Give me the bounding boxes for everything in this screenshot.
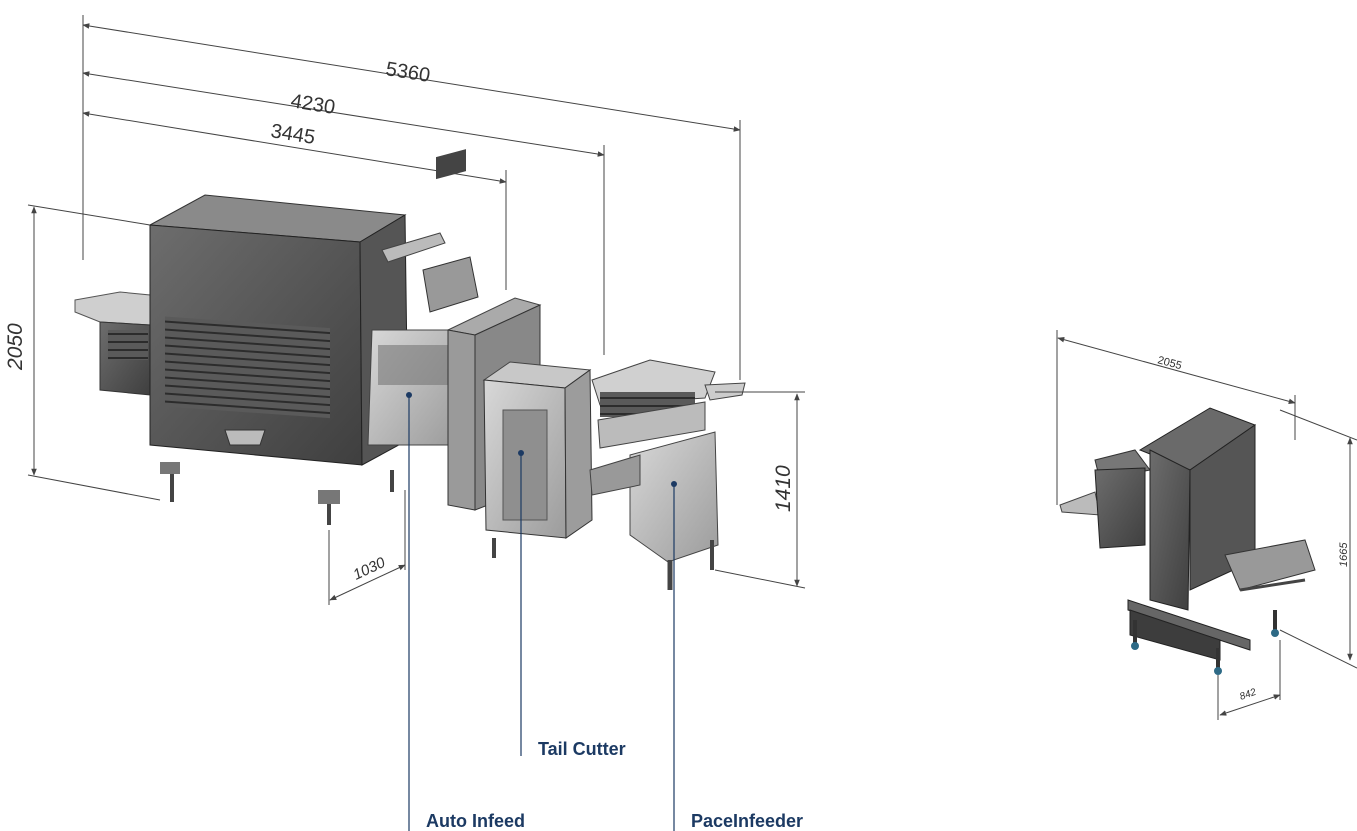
dim-width: 1030 <box>351 554 389 584</box>
compact-dimensions <box>1056 330 1357 720</box>
main-machine-drawing <box>74 149 746 590</box>
compact-machine-drawing <box>1059 407 1316 675</box>
callout-lines <box>408 395 675 831</box>
main-vent <box>165 316 330 419</box>
callout-dot-auto-infeed <box>406 392 412 398</box>
dim-height: 2050 <box>4 323 27 371</box>
dim-overall-length: 5360 <box>384 58 431 87</box>
dim-compact-width: 842 <box>1238 687 1258 703</box>
dim-compact-height: 1665 <box>1338 542 1350 567</box>
dim-length-tail-cutter: 4230 <box>289 90 336 119</box>
dim-infeed-height: 1410 <box>772 465 795 512</box>
main-dimensions <box>27 15 806 605</box>
dim-compact-length: 2055 <box>1156 354 1183 372</box>
callout-dot-pace-infeeder <box>671 481 677 487</box>
side-vent <box>108 330 148 360</box>
callout-dot-tail-cutter <box>518 450 524 456</box>
callout-tail-cutter: Tail Cutter <box>538 739 626 759</box>
callout-auto-infeed: Auto Infeed <box>426 811 525 831</box>
callout-pace-infeeder: PaceInfeeder <box>691 811 803 831</box>
